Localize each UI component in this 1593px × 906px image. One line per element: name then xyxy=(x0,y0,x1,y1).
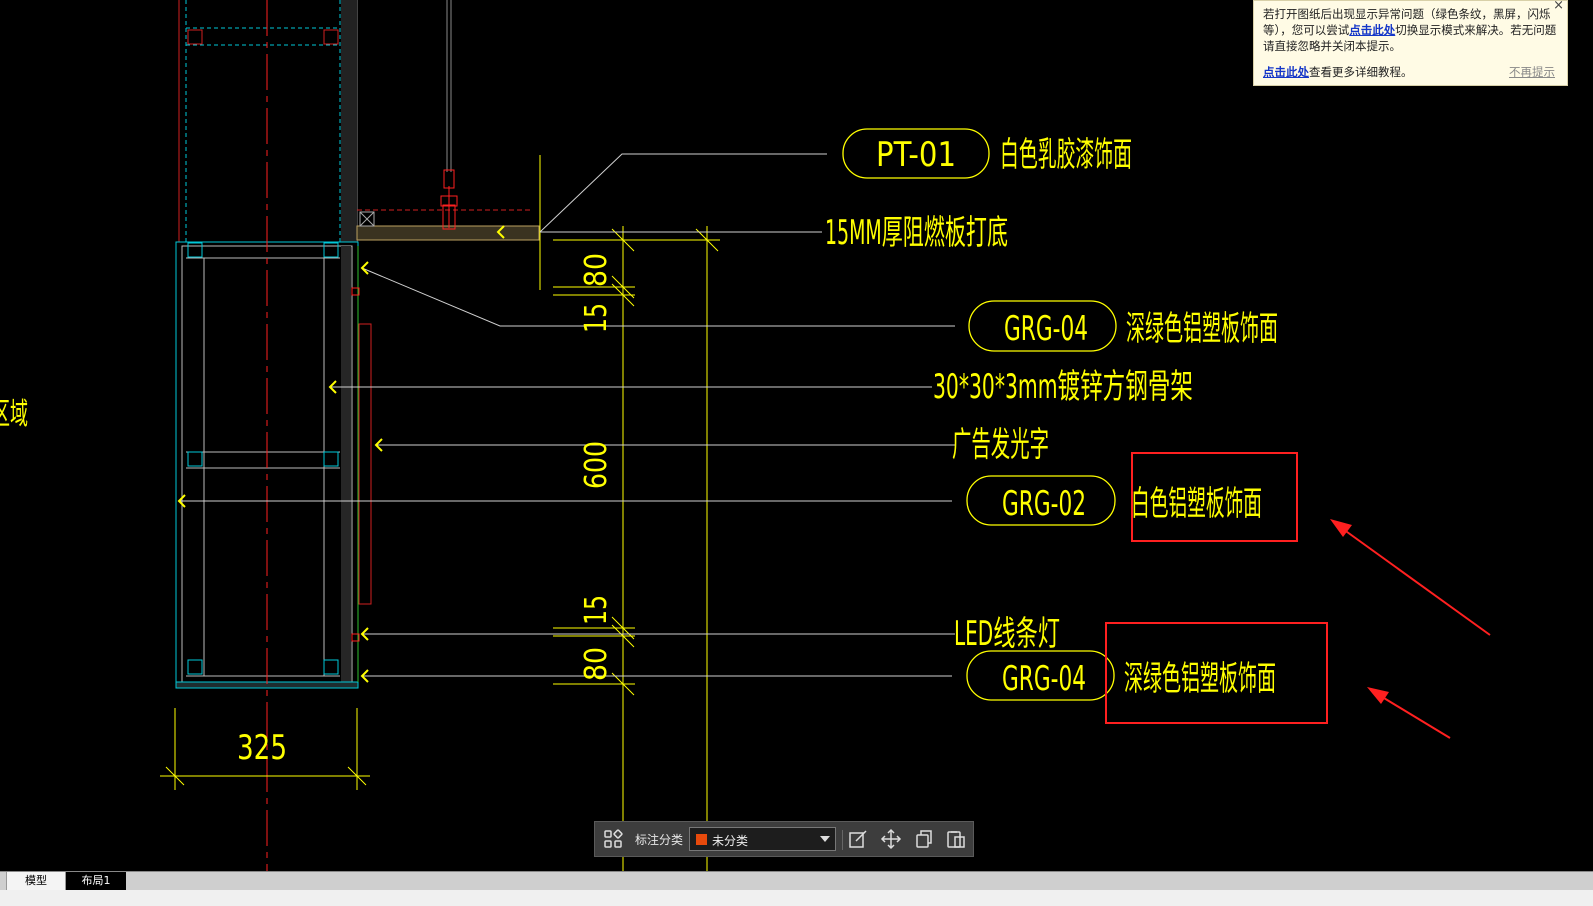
dim-15-bottom: 15 xyxy=(579,595,614,625)
dim-80-top: 80 xyxy=(579,253,614,287)
sign-letters xyxy=(358,323,372,605)
callout-text-fire-board: 15MM厚阻燃板打底 xyxy=(825,213,1008,253)
callout-text-white-latex: 白色乳胶漆饰面 xyxy=(1000,135,1132,175)
dimension-lines xyxy=(160,155,720,890)
toolbar-divider xyxy=(842,830,843,850)
left-edge-text: 区域 xyxy=(0,397,28,432)
markup-arrow-lower xyxy=(1373,691,1451,739)
lower-insulation xyxy=(341,246,351,682)
dim-15-top: 15 xyxy=(579,303,614,333)
edit-icon[interactable] xyxy=(847,828,869,850)
copy-icon[interactable] xyxy=(913,828,935,850)
markup-arrowhead-upper xyxy=(1330,519,1352,537)
leader-lines xyxy=(179,153,955,677)
callout-tag-pt01: PT-01 xyxy=(876,135,956,175)
chevron-down-icon xyxy=(820,836,830,842)
tab-model[interactable]: 模型 xyxy=(6,872,66,891)
notice-text-3: 查看更多详细教程。 xyxy=(1309,65,1413,79)
callout-text-sign-letters: 广告发光字 xyxy=(952,425,1049,465)
arrowheads xyxy=(177,225,505,683)
status-strip xyxy=(0,890,1593,906)
display-issue-notice: × 若打开图纸后出现显示异常问题（绿色条纹，黑屏，闪烁等），您可以尝试点击此处切… xyxy=(1253,0,1568,86)
tag-ellipses xyxy=(842,128,1117,701)
annotation-category-select[interactable]: 未分类 xyxy=(689,827,836,851)
grid-icon[interactable] xyxy=(602,828,624,850)
switch-display-link[interactable]: 点击此处 xyxy=(1349,23,1396,37)
paste-icon[interactable] xyxy=(945,828,967,850)
review-markup xyxy=(1105,452,1491,739)
markup-arrowhead-lower xyxy=(1367,687,1389,704)
dim-80-bottom: 80 xyxy=(579,647,614,681)
upper-insulation xyxy=(341,0,357,242)
dim-325: 325 xyxy=(237,728,287,768)
ceiling-board xyxy=(356,225,540,241)
callout-tag-grg04-bottom: GRG-04 xyxy=(1002,659,1086,699)
annotation-category-label: 标注分类 xyxy=(635,833,684,847)
layout-tab-bar: 模型 布局1 xyxy=(0,871,1593,891)
markup-box-grg04 xyxy=(1105,622,1328,724)
led-marker-bottom xyxy=(351,633,360,642)
callout-text-dark-green-bottom: 深绿色铝塑板饰面 xyxy=(1124,659,1276,699)
callout-tag-grg02: GRG-02 xyxy=(1002,484,1086,524)
ceiling-corner xyxy=(359,211,375,227)
hanger-rod xyxy=(440,0,458,230)
callout-text-dark-green-top: 深绿色铝塑板饰面 xyxy=(1126,309,1278,349)
dim-600: 600 xyxy=(579,441,614,489)
callout-tag-grg04-top: GRG-04 xyxy=(1004,309,1088,349)
led-marker-top xyxy=(351,287,360,296)
dont-show-again-link[interactable]: 不再提示 xyxy=(1509,65,1555,79)
category-color-swatch xyxy=(696,834,707,845)
category-select-value: 未分类 xyxy=(712,834,749,848)
tab-layout1[interactable]: 布局1 xyxy=(66,872,126,890)
annotation-toolbar: 标注分类 未分类 xyxy=(594,821,974,857)
notice-footer: 点击此处查看更多详细教程。 不再提示 xyxy=(1263,64,1555,80)
markup-arrow-upper xyxy=(1335,523,1491,636)
callout-text-white-alu: 白色铝塑板饰面 xyxy=(1131,484,1262,524)
callout-text-led: LED线条灯 xyxy=(954,614,1060,654)
notice-text-1: 若打开图纸后出现显示异常问题（绿色条纹，黑屏，闪烁等），您可以尝试 xyxy=(1263,7,1551,37)
notice-text-2: 切换显示模式来解决。若无问题请直接忽略并关闭本提示。 xyxy=(1263,23,1557,53)
tutorial-link[interactable]: 点击此处 xyxy=(1263,65,1309,79)
markup-box-grg02 xyxy=(1131,452,1298,542)
callout-text-steel-frame: 30*30*3mm镀锌方钢骨架 xyxy=(933,367,1193,407)
move-icon[interactable] xyxy=(880,828,902,850)
close-icon[interactable]: × xyxy=(1553,0,1564,13)
